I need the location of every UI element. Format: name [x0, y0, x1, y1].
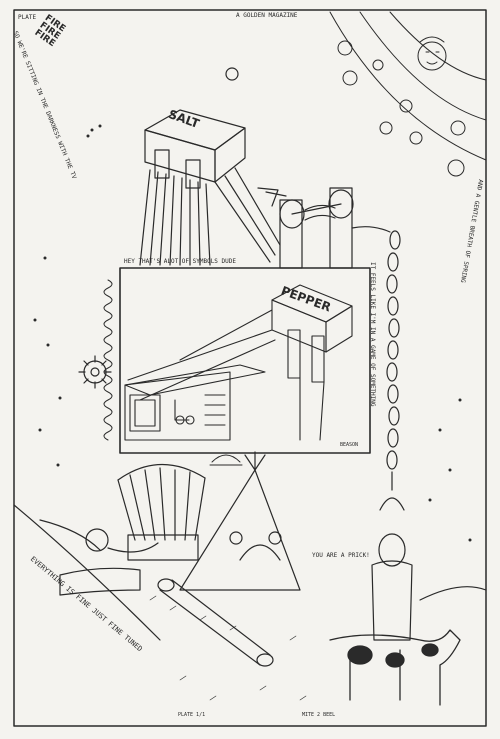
rising-sun-icon: [209, 454, 243, 466]
orbit-system: [329, 11, 487, 177]
inner-frame: [119, 267, 371, 454]
bottom-plate-number: PLATE 1/1: [178, 712, 206, 718]
frame-caption: HEY THAT'S ALOT OF SYMBOLS DUDE: [124, 258, 236, 265]
bottom-title: MITE 2 BEEL: [302, 712, 336, 718]
microwave-box: [124, 364, 266, 441]
parachute: [117, 463, 206, 561]
right-hill: [419, 586, 487, 601]
top-caption: A GOLDEN MAGAZINE: [236, 12, 298, 19]
pepper-shaker: [127, 284, 353, 441]
hanging-chain: [351, 226, 405, 511]
crank-machine: [257, 187, 354, 269]
speech-bubble: YOU ARE A PRICK!: [312, 552, 370, 559]
reclining-figure: [13, 504, 161, 641]
frame-signature: BEASON: [340, 442, 359, 448]
teepee: [179, 451, 301, 591]
spring: [103, 279, 113, 441]
ring-icon: [225, 67, 239, 81]
log-bundle: [157, 578, 274, 667]
stars: [33, 124, 472, 542]
standing-figure: [371, 533, 413, 641]
cow: [329, 629, 461, 706]
plate-mark: PLATE: [18, 14, 37, 21]
right-vertical-text-1: IT FEELS LIKE I'M IN A GAME OF SOMETHING: [369, 262, 376, 407]
plate-border: [13, 9, 487, 727]
gear-icon: [78, 355, 112, 389]
sun-face-icon: [417, 41, 447, 71]
salt-shaker: [139, 109, 281, 266]
ground-texture: [149, 595, 307, 701]
